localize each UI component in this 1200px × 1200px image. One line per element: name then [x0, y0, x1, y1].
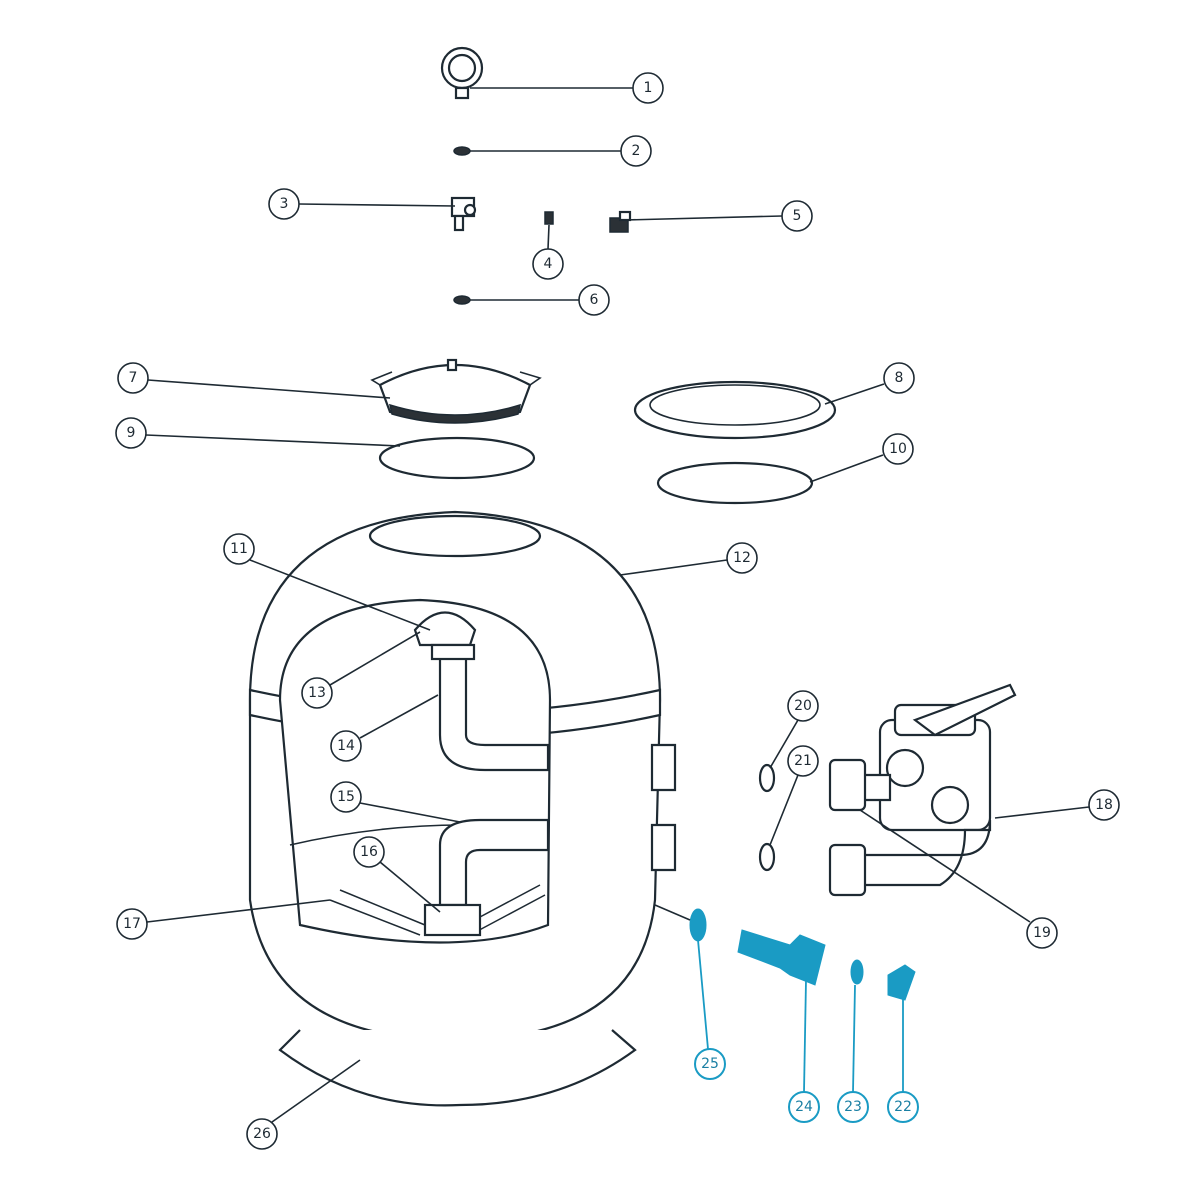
- callout-26: 26: [246, 1118, 278, 1150]
- svg-text:15: 15: [337, 789, 355, 805]
- svg-text:23: 23: [844, 1099, 862, 1115]
- svg-text:6: 6: [590, 292, 599, 308]
- svg-text:12: 12: [733, 550, 751, 566]
- part-8-lid-ring: [633, 380, 837, 440]
- part-23-oring: [850, 959, 864, 985]
- svg-text:24: 24: [795, 1099, 813, 1115]
- part-21-oring: [758, 842, 776, 872]
- svg-text:25: 25: [701, 1056, 719, 1072]
- callout-3: 3: [268, 188, 300, 220]
- callout-9: 9: [115, 417, 147, 449]
- callout-1: 1: [632, 72, 664, 104]
- callout-8: 8: [883, 362, 915, 394]
- svg-text:9: 9: [127, 425, 136, 441]
- part-6-oring: [453, 295, 471, 305]
- callout-12: 12: [726, 542, 758, 574]
- svg-text:7: 7: [129, 370, 138, 386]
- callout-16: 16: [353, 836, 385, 868]
- svg-text:17: 17: [123, 916, 141, 932]
- part-4-plug: [544, 211, 554, 225]
- part-18-multiport-valve: [828, 683, 1017, 897]
- part-2-oring: [453, 146, 471, 156]
- part-25-oring: [689, 908, 707, 942]
- part-5-air-release: [609, 210, 632, 233]
- callout-2: 2: [620, 135, 652, 167]
- svg-text:16: 16: [360, 844, 378, 860]
- svg-text:4: 4: [544, 256, 553, 272]
- part-1-pressure-gauge: [440, 46, 484, 100]
- callout-21: 21: [787, 745, 819, 777]
- callout-20: 20: [787, 690, 819, 722]
- svg-text:18: 18: [1095, 797, 1113, 813]
- svg-text:3: 3: [280, 196, 289, 212]
- svg-text:26: 26: [253, 1126, 271, 1142]
- leader-lines: [145, 87, 1090, 1123]
- svg-text:5: 5: [793, 208, 802, 224]
- part-22-drain-cap: [887, 964, 916, 1001]
- svg-text:1: 1: [644, 80, 653, 96]
- callout-22: 22: [887, 1091, 919, 1123]
- svg-text:2: 2: [632, 143, 641, 159]
- part-10-oring: [656, 461, 814, 505]
- callout-13: 13: [301, 677, 333, 709]
- part-24-drain-fitting: [737, 929, 826, 986]
- svg-text:10: 10: [889, 441, 907, 457]
- callout-7: 7: [117, 362, 149, 394]
- callout-24: 24: [788, 1091, 820, 1123]
- part-12-filter-tank: [248, 510, 677, 1107]
- callout-11: 11: [223, 533, 255, 565]
- callout-23: 23: [837, 1091, 869, 1123]
- part-3-fitting: [450, 196, 477, 232]
- svg-text:20: 20: [794, 698, 812, 714]
- svg-text:14: 14: [337, 738, 355, 754]
- callout-15: 15: [330, 781, 362, 813]
- part-9-oring: [378, 436, 536, 480]
- part-20-oring: [758, 763, 776, 793]
- callout-17: 17: [116, 908, 148, 940]
- callout-18: 18: [1088, 789, 1120, 821]
- svg-text:22: 22: [894, 1099, 912, 1115]
- callout-10: 10: [882, 433, 914, 465]
- svg-text:19: 19: [1033, 925, 1051, 941]
- callout-19: 19: [1026, 917, 1058, 949]
- callout-14: 14: [330, 730, 362, 762]
- svg-text:21: 21: [794, 753, 812, 769]
- callout-25: 25: [694, 1048, 726, 1080]
- svg-text:11: 11: [230, 541, 248, 557]
- callout-6: 6: [578, 284, 610, 316]
- part-7-lid: [370, 358, 542, 424]
- callout-5: 5: [781, 200, 813, 232]
- svg-text:13: 13: [308, 685, 326, 701]
- svg-text:8: 8: [895, 370, 904, 386]
- callout-4: 4: [532, 248, 564, 280]
